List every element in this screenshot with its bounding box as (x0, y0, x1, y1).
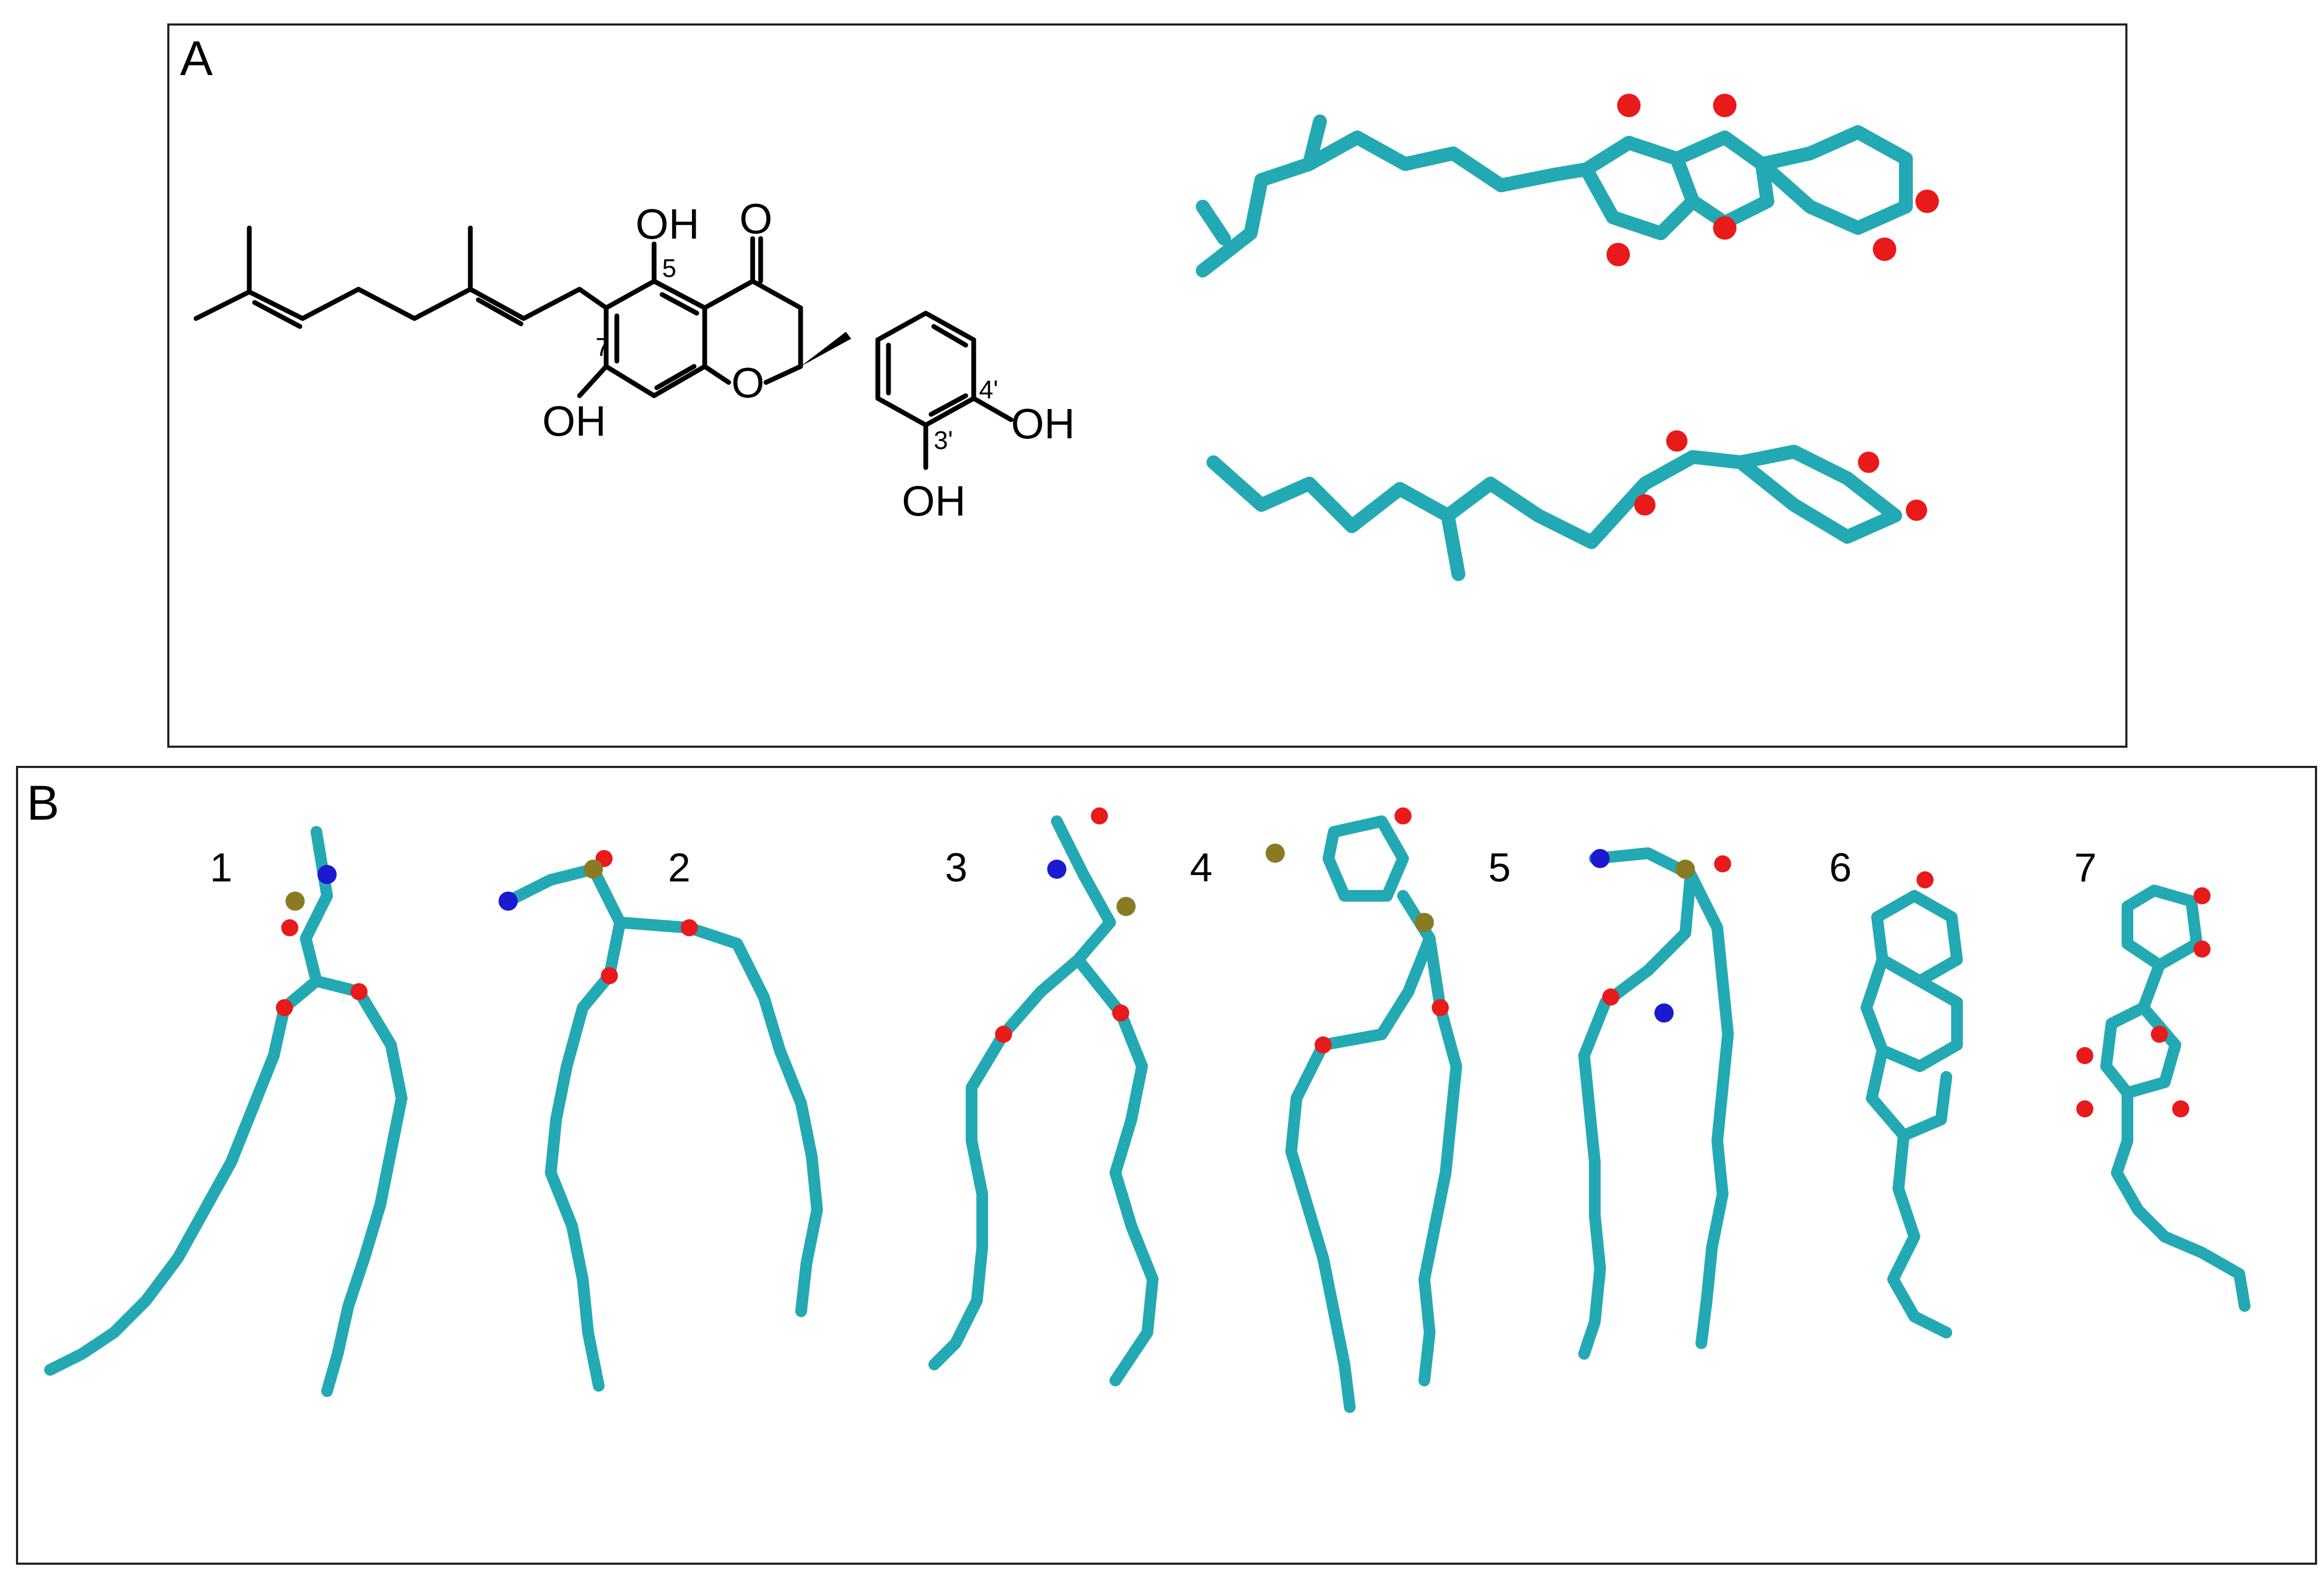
molecule-2-phosphorus (584, 860, 603, 879)
panel-b-label: B (27, 776, 60, 830)
atom-oh-5: OH (635, 200, 699, 248)
molecule-label-6: 6 (1829, 845, 1852, 890)
molecule-2-nitrogen (499, 892, 518, 911)
atom-oh-3prime: OH (902, 477, 966, 525)
molecule-5-amide-nitrogen (1654, 1003, 1674, 1023)
stereo-wedge (801, 332, 851, 366)
molecule-4-phosphate (1266, 844, 1285, 863)
position-3prime: 3' (934, 427, 953, 455)
atom-oh-4prime: OH (1011, 400, 1075, 447)
molecule-1 (44, 826, 407, 1397)
structure-2d-ring-b: OH OH 4' 3' (875, 311, 1075, 525)
molecule-label-1: 1 (210, 845, 233, 890)
molecule-6-oxygen (1917, 871, 1934, 888)
atom-oh-7: OH (542, 397, 606, 445)
molecule-6 (1861, 890, 1963, 1338)
molecule-1-nitrogen (317, 865, 337, 884)
position-4prime: 4' (979, 376, 998, 404)
molecule-label-5: 5 (1488, 845, 1511, 890)
atom-o-ring: O (731, 359, 764, 406)
position-5: 5 (662, 255, 676, 283)
panel-a-label: A (180, 31, 213, 86)
molecule-3 (928, 815, 1159, 1386)
molecule-label-4: 4 (1190, 845, 1213, 890)
atom-o-carbonyl: O (739, 195, 772, 242)
molecule-5 (1578, 847, 1734, 1360)
molecule-7 (2100, 885, 2250, 1312)
molecule-label-7: 7 (2074, 845, 2097, 890)
structure-2d: OH O OH O 5 7 (193, 195, 851, 445)
structure-3d-top-view (1196, 94, 1939, 277)
molecule-5-nitrogen (1591, 849, 1610, 868)
position-7: 7 (596, 333, 610, 362)
membrane-molecules (44, 807, 2250, 1413)
molecule-3-nitrogen (1047, 860, 1066, 879)
molecule-4 (1285, 815, 1462, 1413)
molecule-5-phosphorus (1676, 860, 1695, 879)
panel-b: B 1 2 3 4 5 6 7 (16, 766, 2317, 1565)
structure-3d-side-view (1206, 430, 1927, 581)
molecule-label-3: 3 (945, 845, 968, 890)
molecule-1-phosphorus (286, 892, 305, 911)
molecule-label-2: 2 (668, 845, 691, 890)
molecule-3-phosphorus (1116, 897, 1136, 916)
panel-a: A OH O (167, 23, 2127, 748)
molecule-4-phosphorus (1415, 913, 1434, 932)
molecule-2 (502, 863, 823, 1392)
